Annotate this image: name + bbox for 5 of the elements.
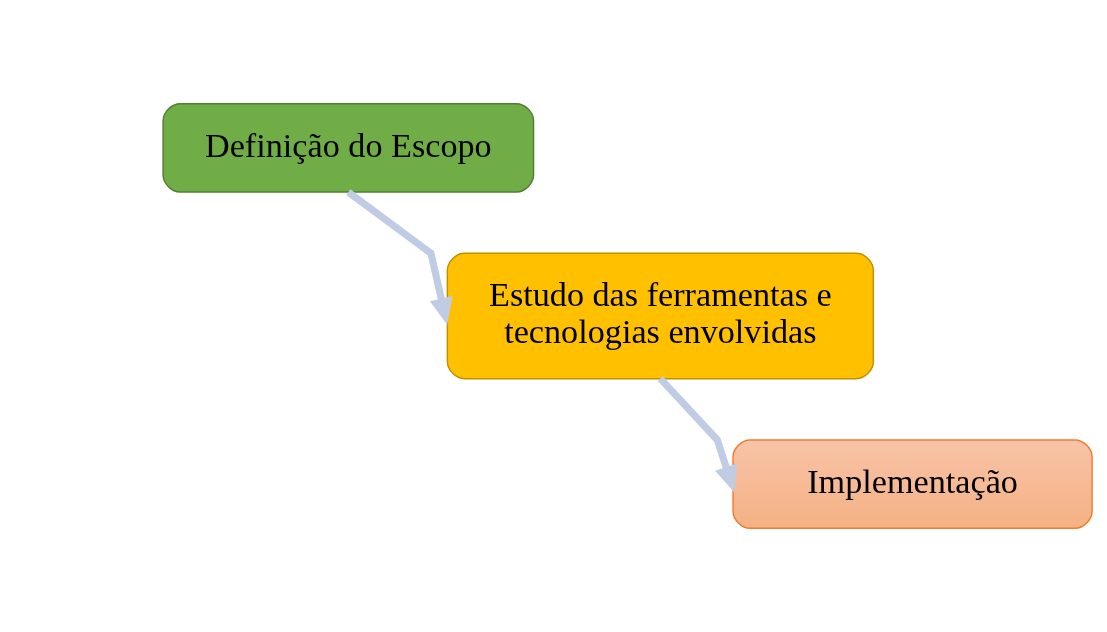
node-box: Implementação (732, 439, 1093, 529)
node-box: Estudo das ferramentas e tecnologias envolvidas (446, 252, 875, 380)
arrow (657, 376, 738, 493)
arrow (346, 189, 453, 325)
node-box: Definição do Escopo (162, 103, 535, 193)
